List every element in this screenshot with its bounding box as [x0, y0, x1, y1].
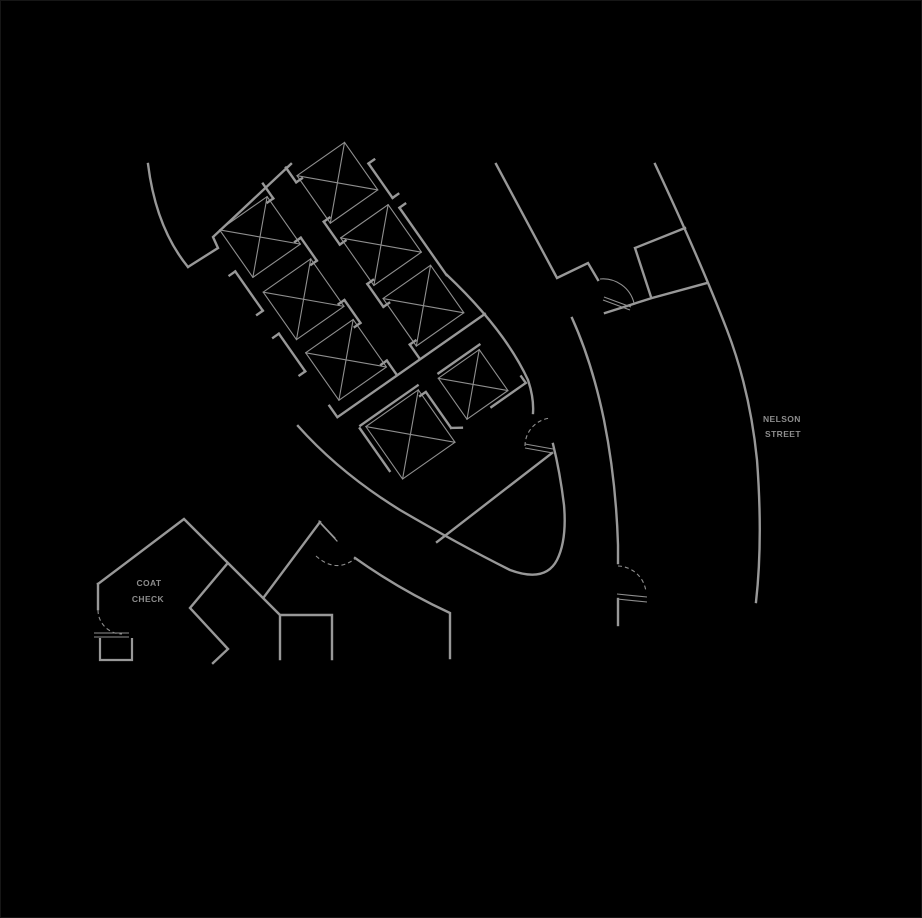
- elevator-shaft: [382, 264, 465, 347]
- elevator-shaft: [304, 318, 388, 402]
- door-leaf: [616, 593, 648, 603]
- street-label-line2: STREET: [765, 429, 801, 439]
- elevator-x-icon: [382, 264, 465, 347]
- elevator-shaft: [262, 258, 345, 341]
- wall-coat-check-branch: [262, 520, 322, 599]
- elevator-outer-walls: [227, 157, 528, 473]
- door-leaf: [524, 443, 554, 454]
- counter-front-double-line: [94, 632, 129, 638]
- door-swing-arc: [524, 417, 552, 447]
- elevator-x-icon: [218, 195, 302, 279]
- wall-inner-sweep: [353, 556, 452, 660]
- elevator-x-icon: [296, 141, 379, 224]
- coat-check-label-line2: CHECK: [132, 594, 165, 604]
- door-jamb-ticks: [366, 157, 407, 210]
- elevator-shaft: [296, 141, 379, 224]
- door-swing-arc: [617, 565, 647, 593]
- door-jamb-double: [318, 520, 338, 542]
- wall-lobby-radial: [435, 451, 554, 544]
- door-jamb-ticks: [227, 269, 307, 378]
- elevator-shaft: [339, 203, 423, 287]
- elevator-x-icon: [339, 204, 423, 287]
- wall-room-upper-right: [603, 226, 709, 315]
- elevator-shafts: [218, 141, 509, 480]
- door-leaf: [602, 296, 632, 311]
- wall-nelson-street-outer: [653, 162, 761, 604]
- door-jamb-ticks: [265, 196, 389, 367]
- wall-coat-check-zigzag: [188, 562, 230, 665]
- coat-check-label: COAT CHECK: [132, 578, 165, 604]
- door-swing-arc: [97, 609, 123, 635]
- elevator-x-icon: [305, 318, 388, 401]
- nelson-street-label: NELSON STREET: [763, 414, 801, 439]
- elevator-corridor-walls: [261, 165, 422, 377]
- counter-u-wall: [98, 638, 134, 662]
- elevator-x-icon: [262, 258, 345, 341]
- wall-lobby-northeast: [445, 273, 535, 415]
- street-label-line1: NELSON: [763, 414, 801, 424]
- elevator-shaft: [218, 195, 302, 279]
- wall-coat-check-roof: [96, 517, 282, 617]
- wall-northwest-jog: [186, 162, 293, 269]
- elevator-bank: [218, 141, 528, 480]
- elevator-x-icon: [365, 389, 456, 480]
- coat-check-label-line1: COAT: [136, 578, 161, 588]
- elevator-x-icon: [437, 348, 509, 420]
- door-jamb-ticks: [294, 176, 418, 347]
- wall-lobby-sweep: [296, 424, 566, 576]
- elevator-shaft: [437, 348, 509, 421]
- wall-nelson-street-inner: [570, 316, 620, 565]
- door-swing-arc: [315, 555, 357, 567]
- wall-inner-upper: [494, 162, 600, 282]
- wall-northwest-arc: [146, 162, 190, 269]
- door-swing-arc: [599, 278, 635, 304]
- elevator-shaft: [365, 389, 456, 480]
- wall-small-room: [278, 613, 334, 661]
